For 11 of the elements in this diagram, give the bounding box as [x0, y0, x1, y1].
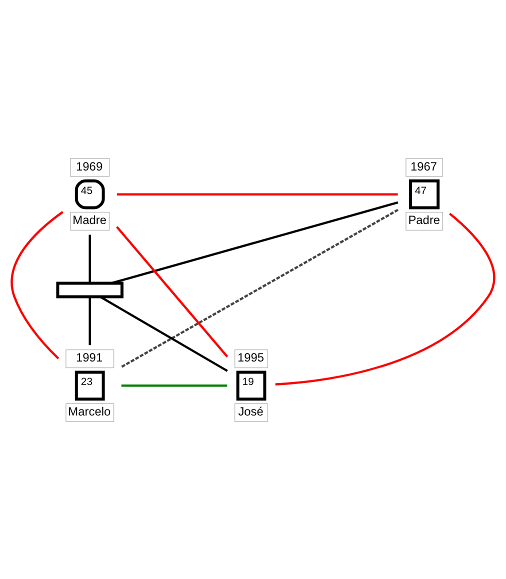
- connector: [116, 226, 228, 357]
- connector: [88, 234, 91, 283]
- connector: [121, 384, 228, 386]
- connector: [10, 210, 64, 359]
- connector: [100, 295, 228, 372]
- connector: [275, 212, 496, 385]
- connector: [116, 192, 398, 195]
- connector: [88, 296, 91, 345]
- node-bar: [56, 281, 124, 298]
- connector: [110, 200, 398, 284]
- connector: [120, 208, 399, 368]
